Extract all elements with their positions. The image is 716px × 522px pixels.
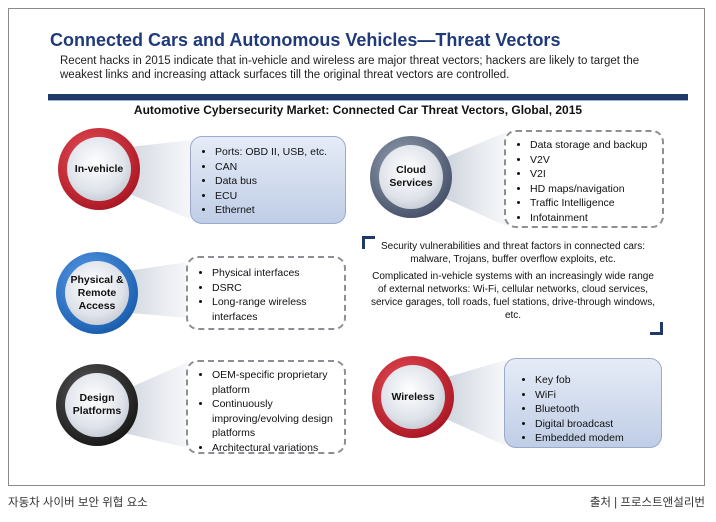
cloud-item: Data storage and backup	[530, 138, 656, 153]
in-vehicle-box: Ports: OBD II, USB, etc. CAN Data bus EC…	[190, 136, 346, 224]
cloud-item: HD maps/navigation	[530, 182, 656, 197]
wedge-wireless	[444, 360, 506, 446]
wireless-circle: Wireless	[372, 356, 454, 438]
physical-item: Long-range wireless interfaces	[212, 295, 338, 324]
in-vehicle-item: Data bus	[215, 174, 339, 189]
cloud-circle: Cloud Services	[370, 136, 452, 218]
page-subtitle: Recent hacks in 2015 indicate that in-ve…	[60, 55, 640, 81]
cloud-item: V2V	[530, 153, 656, 168]
wedge-design	[120, 362, 188, 448]
callout-corner-bottom-right	[650, 322, 663, 335]
wireless-item: Embedded modem	[535, 431, 655, 446]
wireless-label: Wireless	[381, 365, 445, 429]
wireless-item: Bluetooth	[535, 402, 655, 417]
wireless-item: Digital broadcast	[535, 417, 655, 432]
cloud-item: Traffic Intelligence	[530, 196, 656, 211]
design-item: OEM-specific proprietary platform	[212, 368, 338, 397]
source-credit: 출처 | 프로스트앤설리번	[589, 497, 705, 509]
cloud-item: V2I	[530, 167, 656, 182]
title-rule	[48, 94, 688, 100]
wireless-item: WiFi	[535, 388, 655, 403]
callout-text-2: Complicated in-vehicle systems with an i…	[370, 271, 656, 321]
figure-caption: 자동차 사이버 보안 위협 요소	[8, 497, 148, 509]
physical-box: Physical interfaces DSRC Long-range wire…	[186, 256, 346, 330]
cloud-item: Infotainment	[530, 211, 656, 226]
callout-text-1: Security vulnerabilities and threat fact…	[380, 241, 646, 265]
callout-corner-top-left	[362, 236, 375, 249]
physical-item: DSRC	[212, 281, 338, 296]
physical-item: Physical interfaces	[212, 266, 338, 281]
wireless-item: Key fob	[535, 373, 655, 388]
title-rule-accent	[48, 100, 688, 101]
in-vehicle-label: In-vehicle	[67, 137, 131, 201]
cloud-label: Cloud Services	[379, 145, 443, 209]
in-vehicle-item: Ethernet	[215, 203, 339, 218]
design-label: Design Platforms	[65, 373, 129, 437]
wedge-cloud	[444, 132, 506, 226]
threat-callout: Security vulnerabilities and threat fact…	[368, 240, 658, 326]
in-vehicle-item: Ports: OBD II, USB, etc.	[215, 145, 339, 160]
design-item: Continuously improving/evolving design p…	[212, 397, 338, 441]
in-vehicle-item: ECU	[215, 189, 339, 204]
in-vehicle-circle: In-vehicle	[58, 128, 140, 210]
design-item: Architectural variations	[212, 441, 338, 456]
physical-circle: Physical & Remote Access	[56, 252, 138, 334]
design-circle: Design Platforms	[56, 364, 138, 446]
in-vehicle-item: CAN	[215, 160, 339, 175]
cloud-box: Data storage and backup V2V V2I HD maps/…	[504, 130, 664, 228]
wireless-box: Key fob WiFi Bluetooth Digital broadcast…	[504, 358, 662, 448]
physical-label: Physical & Remote Access	[65, 261, 129, 325]
design-box: OEM-specific proprietary platform Contin…	[186, 360, 346, 454]
wedge-physical	[120, 262, 188, 318]
page-title: Connected Cars and Autonomous Vehicles—T…	[50, 30, 561, 50]
chart-title: Automotive Cybersecurity Market: Connect…	[133, 103, 583, 117]
